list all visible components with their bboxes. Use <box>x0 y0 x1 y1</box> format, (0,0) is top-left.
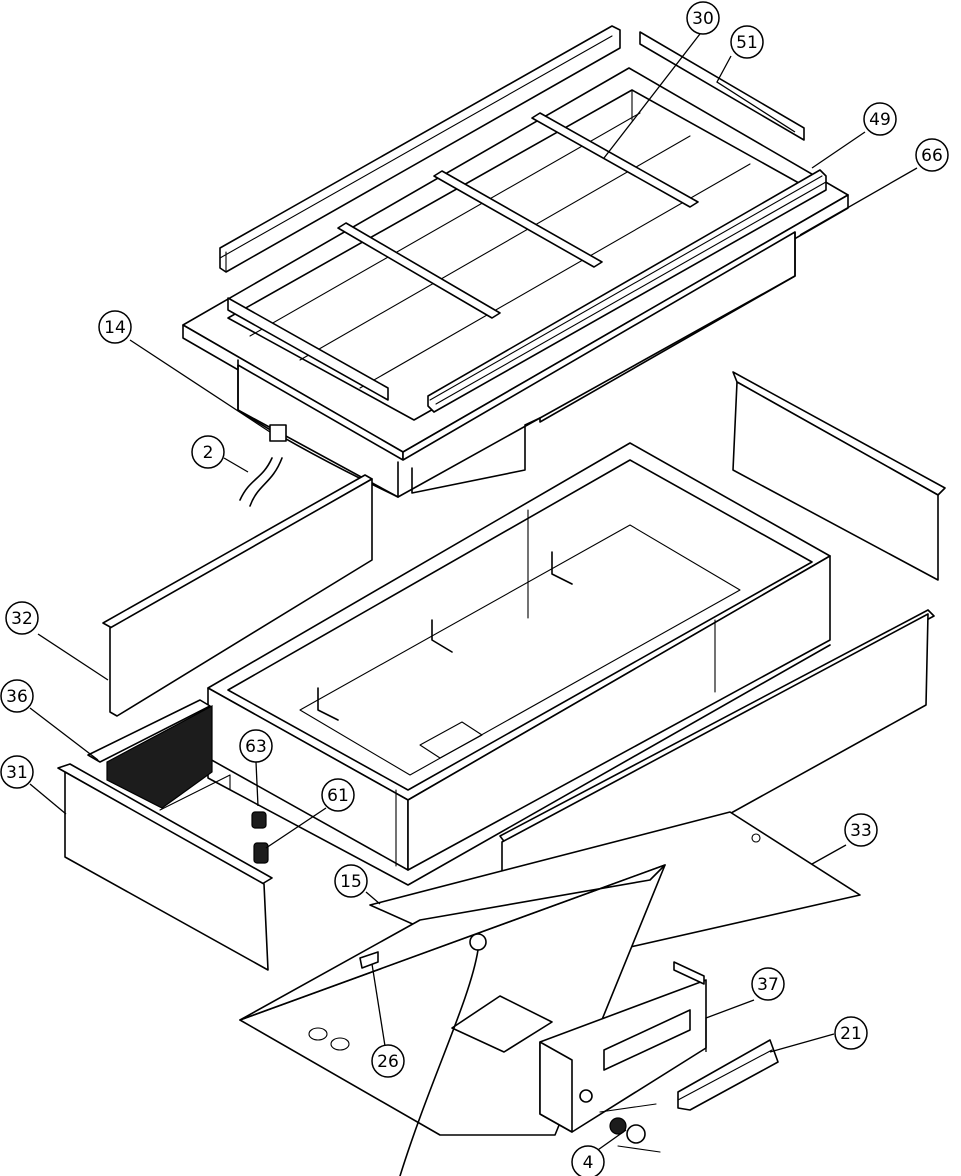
callout-4-label: 4 <box>583 1153 594 1173</box>
callout-21: 21 <box>834 1016 868 1050</box>
back-rail <box>219 25 621 273</box>
callout-63-label: 63 <box>245 737 267 757</box>
leader-lines <box>29 29 918 1153</box>
insulation-block <box>87 699 213 809</box>
rear-side-panel <box>102 474 373 717</box>
callout-31-label: 31 <box>6 763 28 783</box>
top-well-pan <box>182 67 849 498</box>
callout-26: 26 <box>371 1044 405 1078</box>
callout-21-label: 21 <box>840 1024 862 1044</box>
callout-32-label: 32 <box>11 609 33 629</box>
callout-15: 15 <box>334 864 368 898</box>
control-panel <box>539 961 707 1133</box>
callout-30-label: 30 <box>692 9 714 29</box>
front-rail <box>427 169 827 413</box>
callout-14-label: 14 <box>104 318 126 338</box>
callout-30: 30 <box>686 1 720 35</box>
callout-36-label: 36 <box>6 687 28 707</box>
control-knob <box>599 1103 661 1153</box>
callout-51-label: 51 <box>736 33 758 53</box>
callout-61-label: 61 <box>327 786 349 806</box>
callout-15-label: 15 <box>340 872 362 892</box>
callout-14: 14 <box>98 310 132 344</box>
callout-33-label: 33 <box>850 821 872 841</box>
callout-66: 66 <box>915 138 949 172</box>
callout-26-label: 26 <box>377 1052 399 1072</box>
callout-37: 37 <box>751 967 785 1001</box>
callout-63: 63 <box>239 729 273 763</box>
side-trim-left <box>227 297 389 401</box>
callout-37-label: 37 <box>757 975 779 995</box>
callout-2-label: 2 <box>203 443 214 463</box>
left-end-panel <box>57 763 273 971</box>
grommets <box>251 811 269 864</box>
callout-61: 61 <box>321 778 355 812</box>
callout-36: 36 <box>0 679 34 713</box>
callout-49-label: 49 <box>869 110 891 130</box>
bezel-handle <box>677 1039 779 1111</box>
drain-hose <box>239 457 283 507</box>
callout-4: 4 <box>571 1145 605 1176</box>
callout-66-label: 66 <box>921 146 943 166</box>
callout-31: 31 <box>0 755 34 789</box>
callout-51: 51 <box>730 25 764 59</box>
callout-49: 49 <box>863 102 897 136</box>
callout-33: 33 <box>844 813 878 847</box>
callout-32: 32 <box>5 601 39 635</box>
probe-wire <box>399 949 479 1176</box>
right-end-panel <box>732 371 946 581</box>
callout-2: 2 <box>191 435 225 469</box>
cross-bars <box>337 112 699 319</box>
